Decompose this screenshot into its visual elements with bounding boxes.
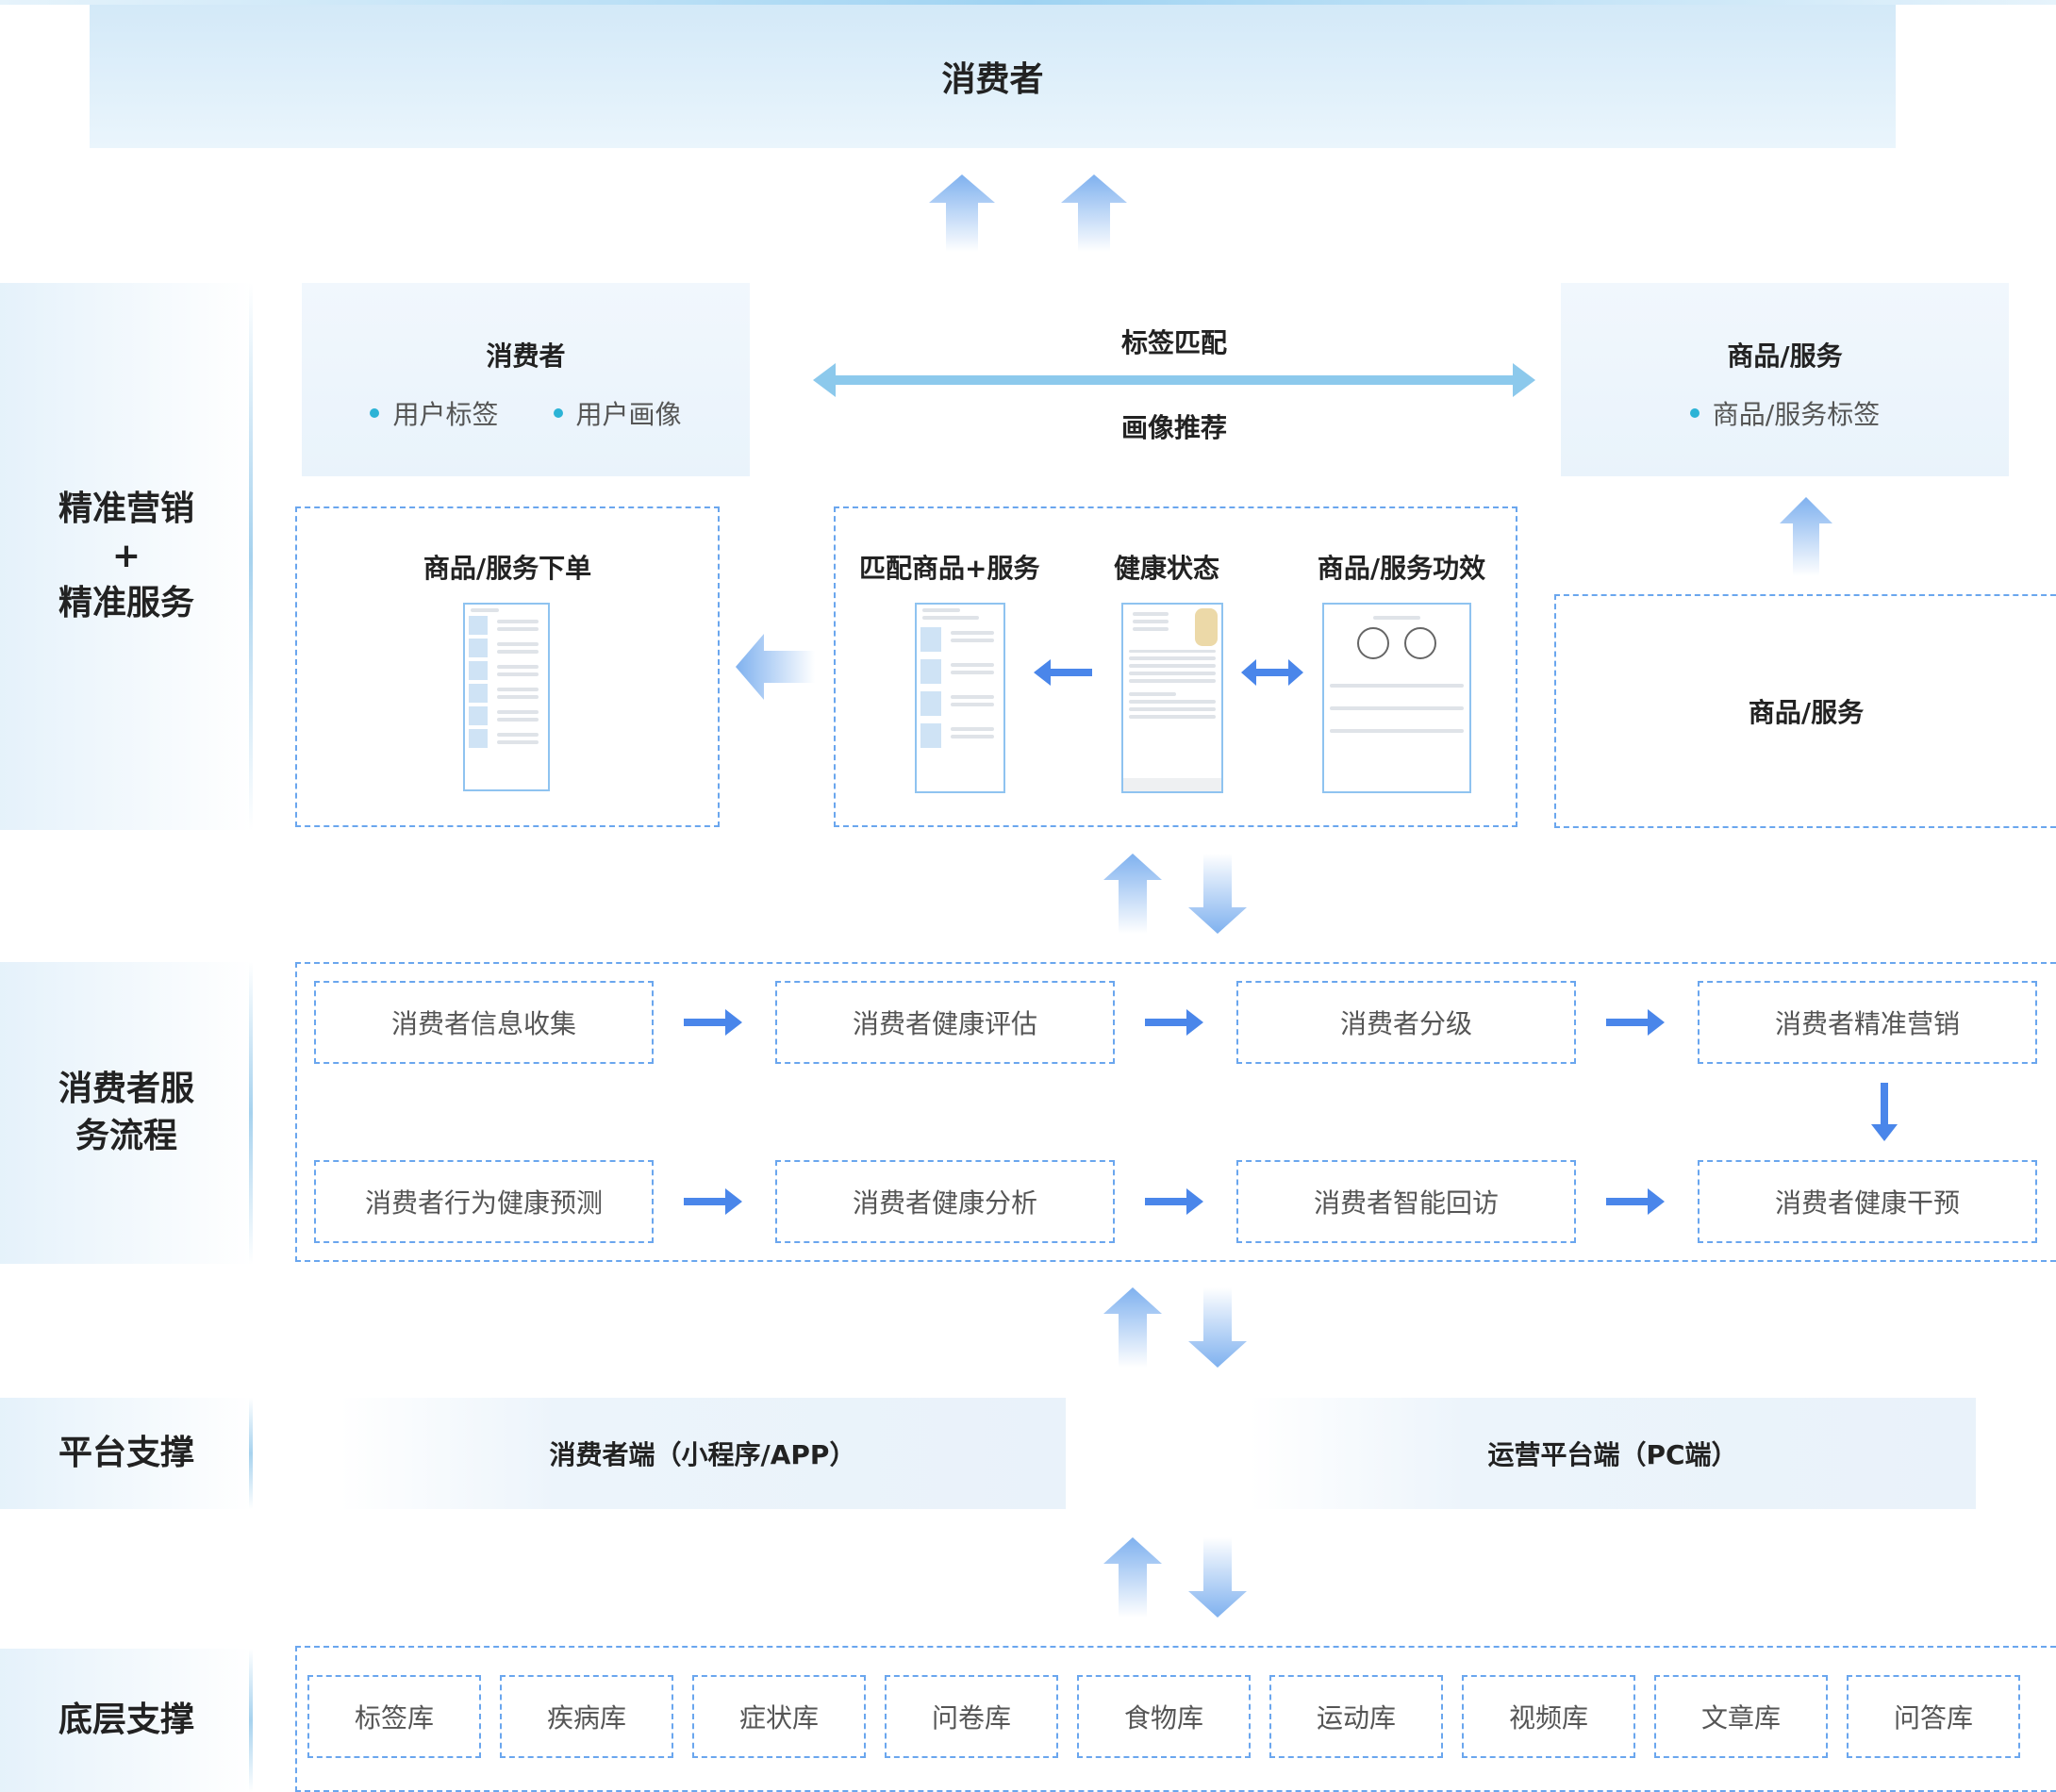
left-arrow-small-icon — [1034, 659, 1092, 686]
right-arrow-icon — [1145, 1009, 1203, 1036]
efficacy-title: 商品/服务功效 — [1317, 553, 1486, 584]
health-title: 健康状态 — [1114, 553, 1220, 584]
double-arrow-icon — [813, 363, 1535, 397]
consumer-end-panel: 消费者端（小程序/APP） — [340, 1398, 1066, 1509]
research-icon — [1404, 627, 1436, 659]
library-box-bottom — [295, 1790, 2056, 1792]
up-arrow-icon — [1780, 497, 1832, 576]
library-item: 疾病库 — [500, 1675, 673, 1758]
flow-step: 消费者精准营销 — [1698, 981, 2037, 1064]
efficacy-phone-screenshot — [1322, 603, 1471, 793]
up-arrow-icon — [1103, 1287, 1162, 1368]
flow-step: 消费者健康评估 — [775, 981, 1115, 1064]
product-tag-panel: 商品/服务 商品/服务标签 — [1561, 283, 2009, 476]
consumer-header: 消费者 — [90, 5, 1896, 148]
research-icon — [1357, 627, 1389, 659]
flow-step: 消费者健康分析 — [775, 1160, 1115, 1243]
right-arrow-icon — [684, 1188, 742, 1215]
user-tag-item: 用户标签 — [370, 394, 498, 432]
right-arrow-icon — [684, 1009, 742, 1036]
section-platform-label: 平台支撑 — [0, 1398, 253, 1509]
user-portrait-item: 用户画像 — [554, 394, 682, 432]
order-title: 商品/服务下单 — [423, 553, 592, 584]
library-item: 视频库 — [1462, 1675, 1635, 1758]
matched-title: 匹配商品+服务 — [859, 553, 1040, 584]
library-item: 运动库 — [1269, 1675, 1443, 1758]
flow-step: 消费者分级 — [1236, 981, 1576, 1064]
right-arrow-icon — [1606, 1188, 1665, 1215]
section-base-label: 底层支撑 — [0, 1649, 253, 1792]
matching-box: 匹配商品+服务 健康状态 商品/服务功效 — [834, 506, 1517, 827]
double-arrow-small-icon — [1241, 659, 1303, 686]
up-arrow-icon — [1103, 854, 1162, 934]
library-item: 症状库 — [692, 1675, 866, 1758]
library-item: 问答库 — [1847, 1675, 2020, 1758]
ops-end-label: 运营平台端（PC端） — [1487, 1439, 1738, 1470]
order-phone-screenshot — [463, 603, 550, 791]
library-item: 食物库 — [1077, 1675, 1251, 1758]
section-marketing-label: 精准营销 + 精准服务 — [0, 283, 253, 830]
library-box — [295, 1646, 2056, 1792]
product-tag-item: 商品/服务标签 — [1690, 394, 1880, 432]
flow-step: 消费者智能回访 — [1236, 1160, 1576, 1243]
library-item: 标签库 — [307, 1675, 481, 1758]
consumer-header-label: 消费者 — [941, 60, 1044, 99]
left-arrow-icon — [736, 634, 815, 700]
consumer-end-label: 消费者端（小程序/APP） — [549, 1439, 856, 1470]
up-arrow-icon — [1103, 1537, 1162, 1618]
process-flow-box — [295, 962, 2056, 1262]
flow-step: 消费者健康干预 — [1698, 1160, 2037, 1243]
consumer-tag-title: 消费者 — [486, 340, 566, 372]
down-arrow-icon — [1188, 1537, 1247, 1618]
order-box: 商品/服务下单 — [295, 506, 720, 827]
library-item: 文章库 — [1654, 1675, 1828, 1758]
product-tag-title: 商品/服务 — [1727, 340, 1843, 372]
flow-step: 消费者信息收集 — [314, 981, 654, 1064]
right-arrow-icon — [1606, 1009, 1665, 1036]
down-arrow-small-icon — [1871, 1083, 1898, 1141]
consumer-tag-panel: 消费者 用户标签 用户画像 — [302, 283, 750, 476]
flow-step: 消费者行为健康预测 — [314, 1160, 654, 1243]
section-process-label: 消费者服 务流程 — [0, 962, 253, 1264]
library-item: 问卷库 — [885, 1675, 1058, 1758]
down-arrow-icon — [1188, 854, 1247, 934]
down-arrow-icon — [1188, 1287, 1247, 1368]
right-arrow-icon — [1145, 1188, 1203, 1215]
portrait-recommend-label: 画像推荐 — [1120, 412, 1227, 443]
tag-match-label: 标签匹配 — [1120, 327, 1227, 358]
product-service-box: 商品/服务 — [1554, 594, 2056, 828]
up-arrow-icon — [1061, 174, 1127, 252]
health-phone-screenshot — [1121, 603, 1223, 793]
ops-end-panel: 运营平台端（PC端） — [1250, 1398, 1976, 1509]
product-service-label: 商品/服务 — [1748, 697, 1865, 728]
top-accent-bar — [0, 0, 2056, 5]
up-arrow-icon — [929, 174, 995, 252]
matched-phone-screenshot — [915, 603, 1005, 793]
